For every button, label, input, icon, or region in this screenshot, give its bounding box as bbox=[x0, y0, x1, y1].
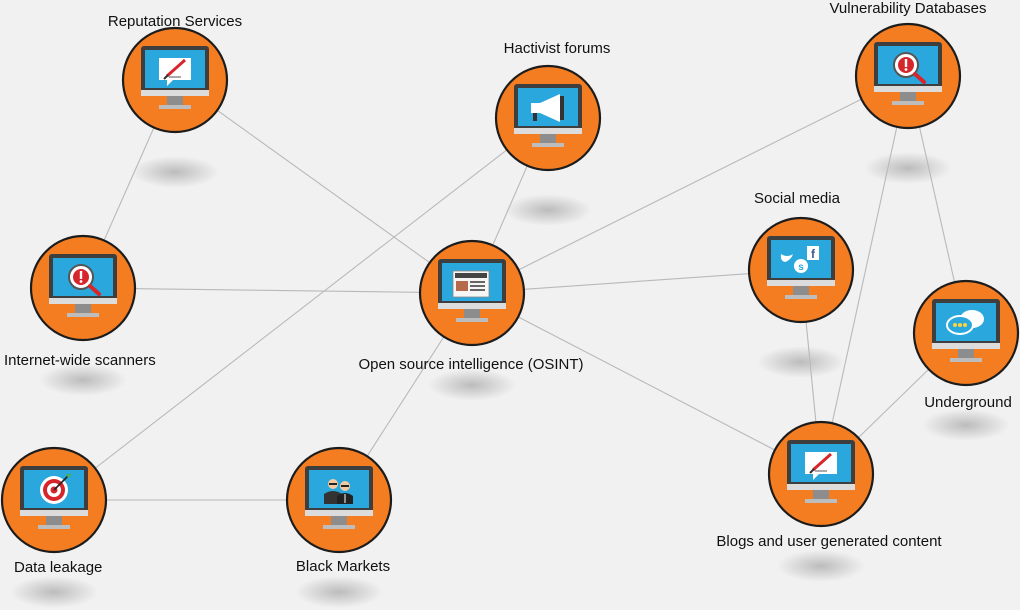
node-hactivist bbox=[494, 64, 602, 172]
label-reputation: Reputation Services bbox=[107, 13, 243, 30]
node-shadow bbox=[922, 409, 1010, 441]
node-leakage bbox=[0, 446, 108, 554]
alert-magnifier-icon bbox=[68, 264, 101, 296]
label-underground: Underground bbox=[924, 394, 1012, 411]
monitor-icon bbox=[20, 466, 88, 529]
svg-text:f: f bbox=[811, 247, 816, 261]
edit-document-icon bbox=[159, 58, 191, 86]
agents-icon bbox=[324, 479, 353, 504]
svg-text:s: s bbox=[798, 262, 804, 273]
node-shadows bbox=[10, 152, 1010, 608]
label-blogs: Blogs and user generated content bbox=[716, 533, 942, 550]
node-shadow bbox=[777, 550, 865, 582]
node-shadow bbox=[504, 194, 592, 226]
node-vulndb bbox=[854, 22, 962, 130]
label-hactivist: Hactivist forums bbox=[503, 40, 611, 57]
label-social: Social media bbox=[754, 190, 840, 207]
edge-osint-blogs bbox=[471, 292, 822, 475]
node-social: fs bbox=[747, 216, 855, 324]
node-shadow bbox=[864, 152, 952, 184]
node-shadow bbox=[757, 346, 845, 378]
label-blackmarkets: Black Markets bbox=[295, 558, 391, 575]
label-scanners: Internet-wide scanners bbox=[4, 352, 156, 369]
label-vulndb: Vulnerability Databases bbox=[829, 0, 987, 17]
label-osint: Open source intelligence (OSINT) bbox=[358, 356, 584, 373]
node-shadow bbox=[10, 576, 98, 608]
node-scanners bbox=[29, 234, 137, 342]
edge-osint-vulndb bbox=[471, 75, 909, 294]
target-icon bbox=[40, 474, 72, 504]
node-underground bbox=[912, 279, 1020, 387]
node-shadow bbox=[295, 576, 383, 608]
node-blogs bbox=[767, 420, 875, 528]
megaphone-icon bbox=[531, 94, 564, 122]
newspaper-icon bbox=[452, 270, 490, 298]
chat-bubbles-icon bbox=[946, 310, 984, 335]
edge-scanners-osint bbox=[82, 287, 473, 294]
node-shadow bbox=[39, 364, 127, 396]
social-logos-icon: fs bbox=[780, 246, 819, 273]
node-shadow bbox=[131, 156, 219, 188]
label-leakage: Data leakage bbox=[14, 559, 103, 576]
node-shadow bbox=[428, 369, 516, 401]
edit-document-icon bbox=[805, 452, 837, 480]
alert-magnifier-icon bbox=[893, 52, 926, 84]
node-blackmarkets bbox=[285, 446, 393, 554]
nodes: fs bbox=[0, 22, 1020, 554]
edge-hactivist-leakage bbox=[53, 117, 549, 501]
node-osint bbox=[418, 239, 526, 347]
node-reputation bbox=[121, 26, 229, 134]
edge-osint-social bbox=[471, 269, 802, 294]
edge-reputation-osint bbox=[174, 79, 473, 294]
edge-vulndb-blogs bbox=[820, 75, 909, 475]
